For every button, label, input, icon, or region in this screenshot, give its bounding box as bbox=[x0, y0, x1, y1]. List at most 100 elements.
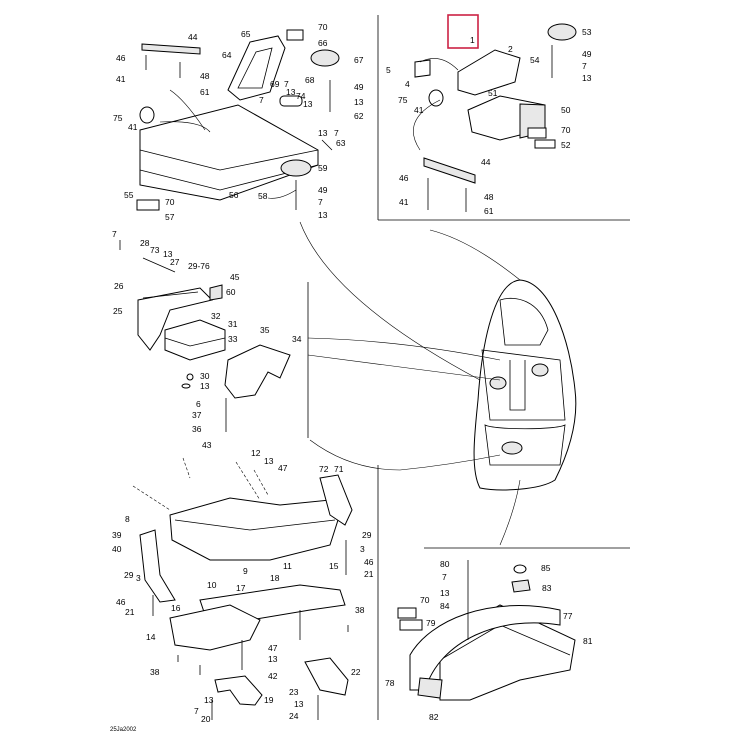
part-label: 49 bbox=[354, 82, 364, 92]
top-right-assembly bbox=[413, 23, 577, 212]
part-label: 13 bbox=[354, 97, 364, 107]
bottom-right-assembly bbox=[397, 560, 576, 701]
part-label: 78 bbox=[385, 678, 395, 688]
watercraft-hull bbox=[299, 221, 577, 546]
part-label: 46 bbox=[364, 557, 374, 567]
part-label: 82 bbox=[429, 712, 439, 722]
part-label: 45 bbox=[230, 272, 240, 282]
part-label: 46 bbox=[116, 53, 126, 63]
part-label: 17 bbox=[236, 583, 246, 593]
part-label: 29-76 bbox=[188, 261, 210, 271]
part-label: 57 bbox=[165, 212, 175, 222]
diagram-code: 25Ja2002 bbox=[110, 727, 137, 733]
part-label: 29 bbox=[362, 530, 372, 540]
part-label: 6 bbox=[196, 399, 201, 409]
part-label: 13 bbox=[294, 699, 304, 709]
part-label: 46 bbox=[399, 173, 409, 183]
part-label: 66 bbox=[318, 38, 328, 48]
part-label: 25 bbox=[113, 306, 123, 316]
part-label: 74 bbox=[296, 91, 306, 101]
part-label: 32 bbox=[211, 311, 221, 321]
part-label: 70 bbox=[165, 197, 175, 207]
part-label: 38 bbox=[150, 667, 160, 677]
part-label: 22 bbox=[351, 667, 361, 677]
part-label: 11 bbox=[283, 561, 292, 571]
part-label: 70 bbox=[420, 595, 430, 605]
part-label-highlighted: 1 bbox=[470, 35, 475, 45]
part-label: 48 bbox=[484, 192, 494, 202]
part-label: 41 bbox=[414, 105, 424, 115]
part-label: 27 bbox=[170, 257, 180, 267]
part-label: 42 bbox=[268, 671, 278, 681]
part-label: 43 bbox=[202, 440, 212, 450]
part-label: 7 bbox=[112, 229, 117, 239]
part-label: 12 bbox=[251, 448, 261, 458]
part-label: 80 bbox=[440, 559, 450, 569]
part-label: 61 bbox=[200, 87, 210, 97]
part-label: 24 bbox=[289, 711, 299, 721]
highlight-box bbox=[447, 14, 479, 49]
part-label: 84 bbox=[440, 601, 450, 611]
part-label: 13 bbox=[582, 73, 592, 83]
part-label: 52 bbox=[561, 140, 571, 150]
part-label: 13 bbox=[200, 381, 210, 391]
part-label: 81 bbox=[583, 636, 593, 646]
part-label: 69 bbox=[270, 79, 280, 89]
part-label: 7 bbox=[259, 95, 264, 105]
part-label: 85 bbox=[541, 563, 551, 573]
part-label: 26 bbox=[114, 281, 124, 291]
part-label: 64 bbox=[222, 50, 232, 60]
part-label: 36 bbox=[192, 424, 202, 434]
part-label: 72 bbox=[319, 464, 329, 474]
part-label: 53 bbox=[582, 27, 592, 37]
part-label: 49 bbox=[318, 185, 328, 195]
part-label: 61 bbox=[484, 206, 494, 216]
part-label: 47 bbox=[278, 463, 288, 473]
part-label: 29 bbox=[124, 570, 134, 580]
part-label: 70 bbox=[561, 125, 571, 135]
part-label: 3 bbox=[360, 544, 365, 554]
part-label: 15 bbox=[329, 561, 339, 571]
part-label: 70 bbox=[318, 22, 328, 32]
part-label: 13 bbox=[268, 654, 278, 664]
part-label: 41 bbox=[128, 122, 138, 132]
part-label: 50 bbox=[561, 105, 571, 115]
part-label: 7 bbox=[442, 572, 447, 582]
part-label: 7 bbox=[318, 197, 323, 207]
part-label: 68 bbox=[305, 75, 315, 85]
part-label: 48 bbox=[200, 71, 210, 81]
part-label: 46 bbox=[116, 597, 126, 607]
part-label: 37 bbox=[192, 410, 202, 420]
part-label: 63 bbox=[336, 138, 346, 148]
part-label: 44 bbox=[481, 157, 491, 167]
part-label: 47 bbox=[268, 643, 278, 653]
part-label: 71 bbox=[334, 464, 344, 474]
part-label: 13 bbox=[318, 128, 328, 138]
part-label: 58 bbox=[258, 191, 268, 201]
top-left-assembly bbox=[136, 29, 340, 211]
part-label: 75 bbox=[398, 95, 408, 105]
part-label: 7 bbox=[194, 706, 199, 716]
part-label: 20 bbox=[201, 714, 211, 724]
part-label: 41 bbox=[116, 74, 126, 84]
part-label: 55 bbox=[124, 190, 134, 200]
part-label: 33 bbox=[228, 334, 238, 344]
part-label: 56 bbox=[229, 190, 239, 200]
part-labels: 44 46 41 48 61 65 64 70 66 67 68 49 13 6… bbox=[110, 22, 593, 733]
part-label: 4 bbox=[405, 79, 410, 89]
part-label: 41 bbox=[399, 197, 409, 207]
part-label: 21 bbox=[125, 607, 135, 617]
part-label: 23 bbox=[289, 687, 299, 697]
part-label: 13 bbox=[204, 695, 214, 705]
part-label: 54 bbox=[530, 55, 540, 65]
part-label: 13 bbox=[318, 210, 328, 220]
part-label: 38 bbox=[355, 605, 365, 615]
part-label: 10 bbox=[207, 580, 217, 590]
middle-left-assembly bbox=[119, 240, 291, 432]
part-label: 62 bbox=[354, 111, 364, 121]
part-label: 14 bbox=[146, 632, 156, 642]
part-label: 40 bbox=[112, 544, 122, 554]
section-dividers bbox=[307, 15, 630, 720]
part-label: 51 bbox=[488, 88, 498, 98]
